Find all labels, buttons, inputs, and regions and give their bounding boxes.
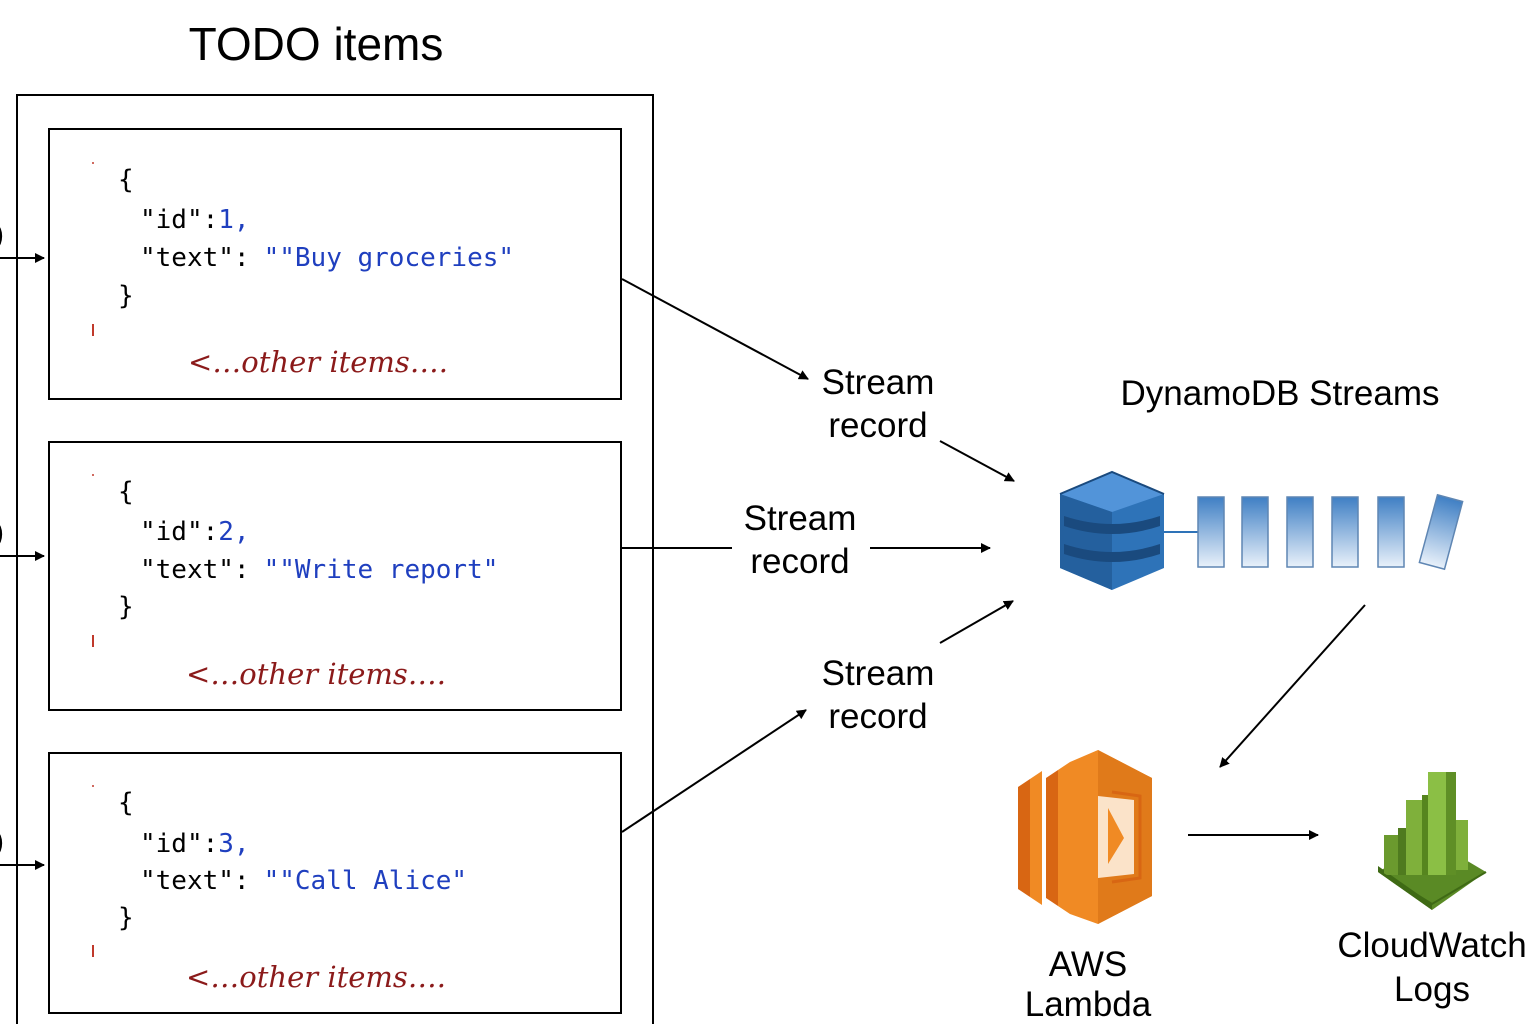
stream-shard-icon <box>1418 493 1464 571</box>
svg-text:record: record <box>828 406 927 445</box>
item-id-value: 3, <box>218 829 249 859</box>
item-id-key: "id": <box>140 517 218 547</box>
stream-shard-icon <box>1377 496 1405 568</box>
svg-text:Stream: Stream <box>822 654 935 693</box>
item-text-key: "text": <box>140 866 250 896</box>
stream-shards <box>1164 493 1464 571</box>
stream-arrows <box>621 278 1015 833</box>
diagram-title: TODO items <box>189 18 444 70</box>
item-text-value: ""Write report" <box>264 555 499 585</box>
svg-text:"id":3,: "id":3, <box>140 829 250 859</box>
streams-to-lambda-arrow <box>1219 604 1366 768</box>
item-open-brace: { <box>118 165 134 195</box>
stream-shard-icon <box>1241 496 1269 568</box>
svg-text:Stream: Stream <box>822 363 935 402</box>
item-text-value: ""Buy groceries" <box>264 243 514 273</box>
svg-text:CloudWatch: CloudWatch <box>1337 926 1526 965</box>
dynamodb-streams-label: DynamoDB Streams <box>1121 374 1440 413</box>
svg-text:record: record <box>750 542 849 581</box>
svg-text:): ) <box>0 516 4 549</box>
todo-table-frame <box>16 94 654 1024</box>
item-text-key: "text": <box>140 555 250 585</box>
item-id-key: "id": <box>140 205 218 235</box>
svg-text:record: record <box>828 697 927 736</box>
svg-text:"id":1,: "id":1, <box>140 205 250 235</box>
item-close-brace: } <box>118 903 134 933</box>
item-id-value: 2, <box>218 517 249 547</box>
stream-shard-icon <box>1331 496 1359 568</box>
item-id-value: 1, <box>218 205 249 235</box>
item-open-brace: { <box>118 788 134 818</box>
svg-text:): ) <box>0 825 4 858</box>
item-id-key: "id": <box>140 829 218 859</box>
svg-text:Lambda: Lambda <box>1025 985 1152 1024</box>
svg-text:"id":2,: "id":2, <box>140 517 250 547</box>
svg-text:Stream: Stream <box>744 499 857 538</box>
item-text-key: "text": <box>140 243 250 273</box>
item-close-brace: } <box>118 592 134 622</box>
stream-shard-icon <box>1197 496 1225 568</box>
svg-text:"text":""Call Alice": "text": ""Call Alice" <box>140 866 467 896</box>
cloudwatch-logs-label: CloudWatch Logs <box>1337 926 1526 1009</box>
todo-item-2: { "id":2, "text": ""Write report" } <…oth… <box>48 441 622 711</box>
other-items-label: <…other items…. <box>186 657 446 691</box>
item-open-brace: { <box>118 477 134 507</box>
stream-record-label-2: Stream record <box>744 499 857 581</box>
svg-text:"text":""Buy groceries": "text": ""Buy groceries" <box>140 243 514 273</box>
other-items-label: <…other items…. <box>186 960 446 994</box>
svg-text:"text":""Write report": "text": ""Write report" <box>140 555 498 585</box>
aws-lambda-label: AWS Lambda <box>1025 945 1152 1024</box>
todo-item-3: { "id":3, "text": ""Call Alice" } <…other… <box>48 752 622 1014</box>
item-close-brace: } <box>118 281 134 311</box>
stream-shard-icon <box>1286 496 1314 568</box>
svg-text:Logs: Logs <box>1394 970 1470 1009</box>
incoming-arrows: ) ) ) <box>0 218 45 870</box>
stream-record-label-3: Stream record <box>822 654 935 736</box>
other-items-label: <…other items…. <box>188 345 448 379</box>
dynamodb-icon <box>1059 470 1165 590</box>
cloudwatch-icon <box>1378 772 1487 910</box>
item-text-value: ""Call Alice" <box>264 866 468 896</box>
aws-lambda-icon <box>1018 750 1152 924</box>
svg-text:): ) <box>0 218 4 251</box>
stream-record-label-1: Stream record <box>822 363 935 445</box>
svg-text:AWS: AWS <box>1049 945 1127 984</box>
todo-item-1: { "id":1, "text": ""Buy groceries" } <…ot… <box>48 128 622 400</box>
